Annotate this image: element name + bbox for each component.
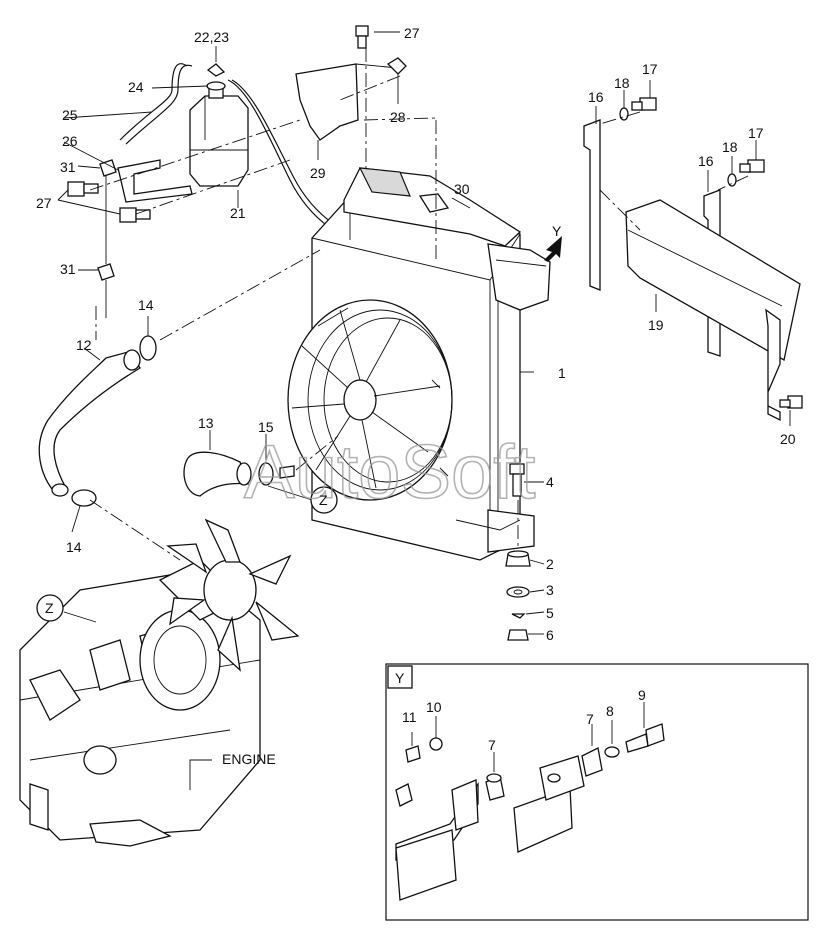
bracket-29 <box>295 57 407 141</box>
callout-27-top: 27 <box>404 25 420 41</box>
leader-lines <box>57 31 791 790</box>
fan-shroud <box>287 299 453 501</box>
detail-callout-10: 10 <box>426 699 442 715</box>
detail-callout-9: 9 <box>638 687 646 703</box>
callout-z-radiator: Z <box>319 492 328 508</box>
screen-19 <box>625 199 801 362</box>
callout-20: 20 <box>780 431 796 447</box>
mount-2-3-5-6 <box>505 550 531 641</box>
callout-18-right: 18 <box>722 139 738 155</box>
hose-clamp-14 <box>71 335 157 507</box>
callout-6: 6 <box>546 627 554 643</box>
callout-z-engine: Z <box>45 600 54 616</box>
detail-y-parts <box>395 723 665 901</box>
tank-bracket-26 <box>117 159 193 203</box>
callout-24: 24 <box>128 79 144 95</box>
callout-16-left: 16 <box>588 89 604 105</box>
detail-callout-8: 8 <box>606 703 614 719</box>
callout-2: 2 <box>546 556 554 572</box>
callout-12: 12 <box>76 337 92 353</box>
detail-y-panel <box>385 663 809 921</box>
reserve-tank <box>189 63 249 187</box>
view-marker-z <box>36 486 338 622</box>
callout-21: 21 <box>230 205 246 221</box>
callout-28: 28 <box>390 109 406 125</box>
callout-31-lower: 31 <box>60 261 76 277</box>
callout-30: 30 <box>454 181 470 197</box>
side-panel-right <box>765 308 781 422</box>
callout-16-right: 16 <box>698 153 714 169</box>
callout-31-upper: 31 <box>60 159 76 175</box>
callout-18-left: 18 <box>614 75 630 91</box>
detail-callout-7-right: 7 <box>586 711 594 727</box>
callout-26: 26 <box>62 133 78 149</box>
lower-hose-13 <box>183 451 252 497</box>
upper-hose-12 <box>38 349 141 497</box>
callout-29: 29 <box>310 165 326 181</box>
view-arrow-y <box>544 236 562 262</box>
detail-callout-11: 11 <box>402 709 417 725</box>
engine-block <box>19 559 261 847</box>
callout-15: 15 <box>258 419 274 435</box>
callout-27-left: 27 <box>36 195 52 211</box>
hose-clamp-15 <box>258 462 295 486</box>
callout-22-23: 22,23 <box>194 29 229 45</box>
detail-callout-7-left: 7 <box>488 737 496 753</box>
detail-y-labels: Y 7 7 8 9 10 11 <box>395 670 646 753</box>
center-lines <box>89 48 749 561</box>
hose-clamp-31-upper <box>97 159 117 318</box>
watermark-text: AutoSoft <box>244 430 536 515</box>
callout-engine: ENGINE <box>222 751 276 767</box>
callout-14-upper: 14 <box>138 297 154 313</box>
callout-5: 5 <box>546 605 554 621</box>
detail-y-title: Y <box>395 670 405 686</box>
callout-4: 4 <box>546 474 554 490</box>
callout-labels: 1 2 3 4 5 6 12 13 14 14 15 16 16 17 17 1… <box>36 25 796 767</box>
callout-19: 19 <box>648 317 664 333</box>
callout-3: 3 <box>546 582 554 598</box>
callout-14-lower: 14 <box>66 539 82 555</box>
callout-25: 25 <box>62 107 78 123</box>
callout-17-left: 17 <box>642 61 658 77</box>
callout-13: 13 <box>198 415 214 431</box>
callout-17-right: 17 <box>748 125 764 141</box>
cooling-fan-blades <box>166 518 300 672</box>
callout-1: 1 <box>558 365 566 381</box>
callout-y-arrow: Y <box>552 223 562 239</box>
bolt-4 <box>509 463 525 497</box>
bolt-27 <box>67 25 369 223</box>
